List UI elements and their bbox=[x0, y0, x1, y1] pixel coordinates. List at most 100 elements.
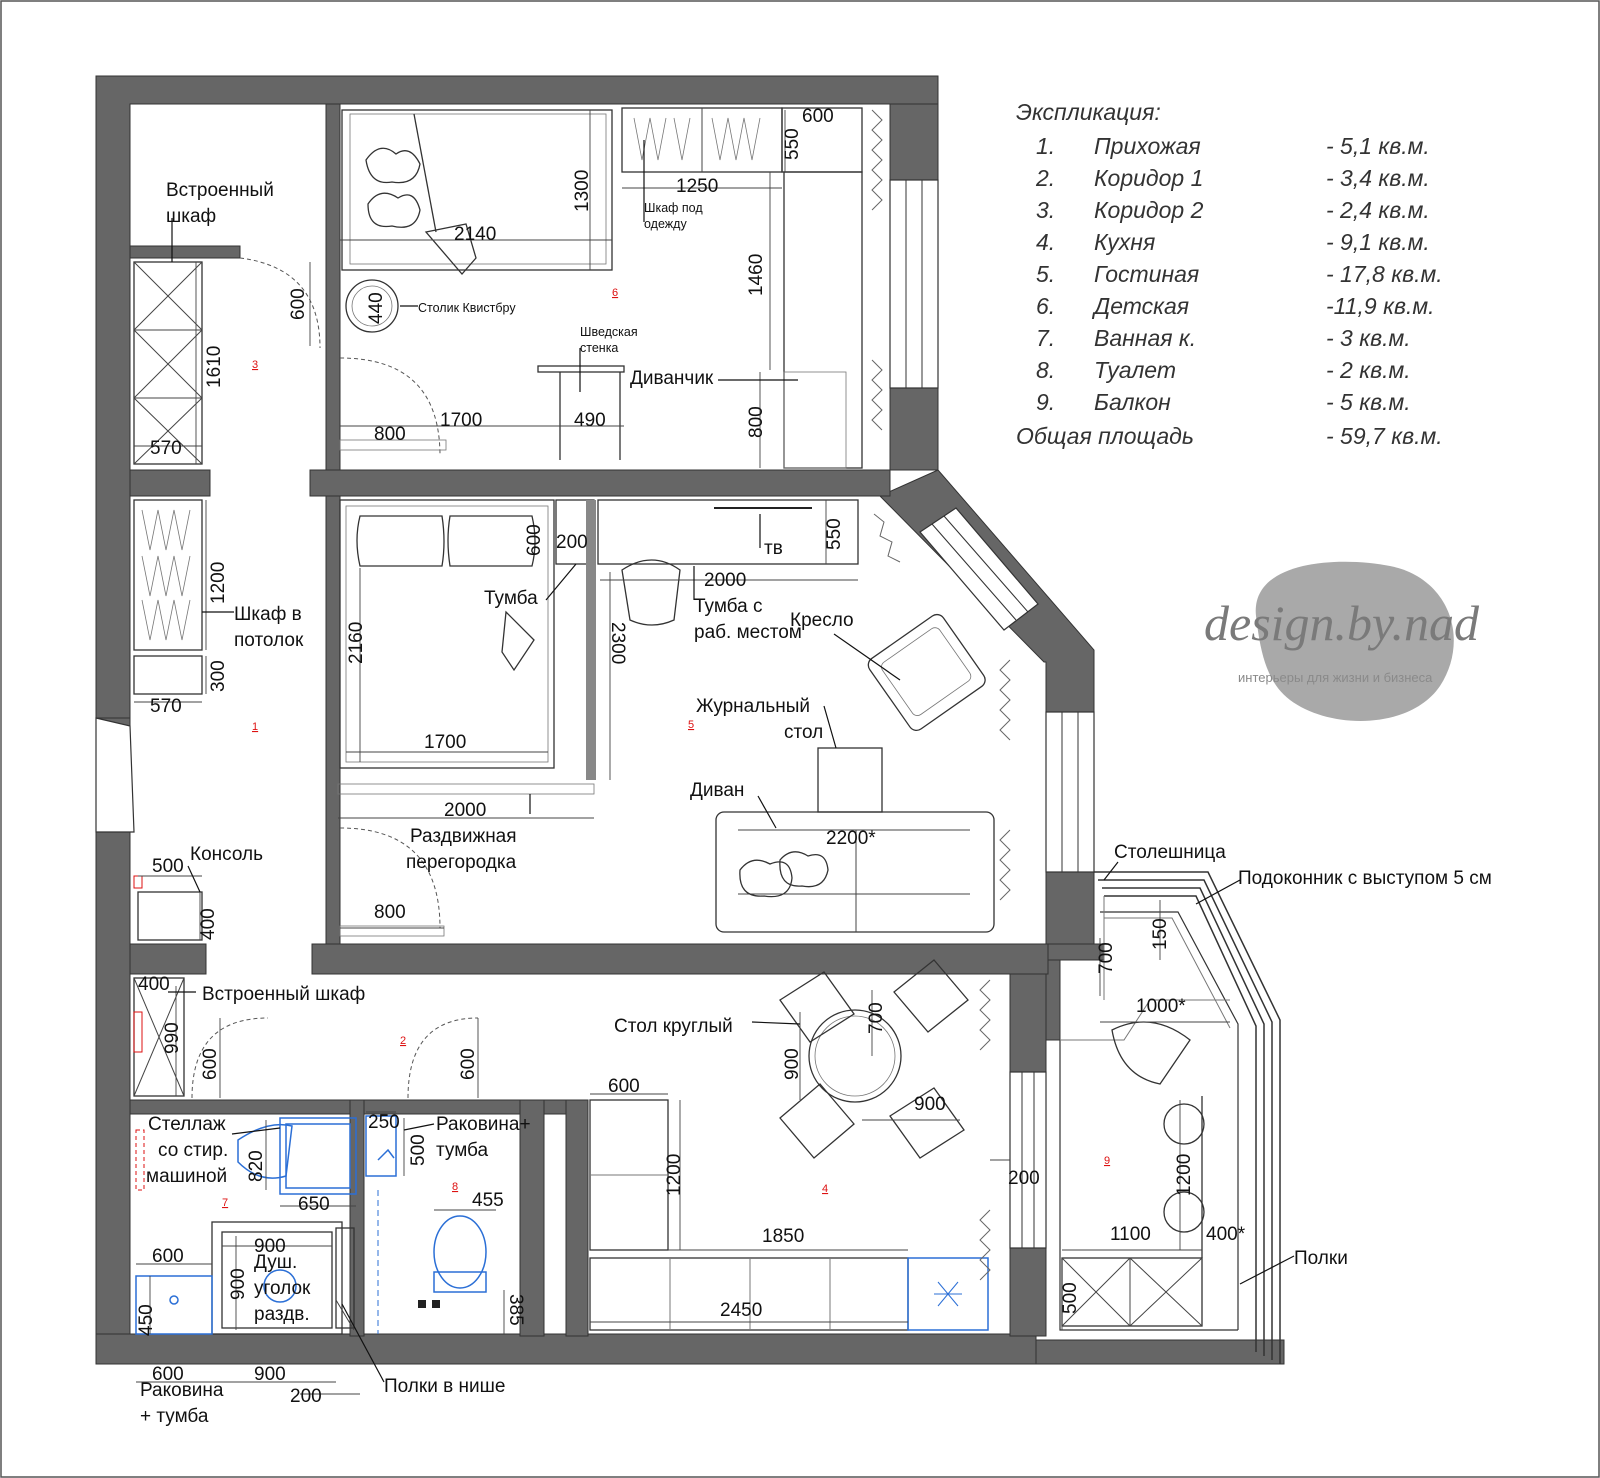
label-console: Консоль bbox=[190, 844, 263, 865]
dim-800-a: 800 bbox=[374, 424, 406, 445]
dim-550-tv: 550 bbox=[824, 518, 845, 550]
label-round-table: Стол круглый bbox=[614, 1016, 733, 1037]
label-shower-2: уголок bbox=[254, 1278, 311, 1299]
label-rack-2: со стир. bbox=[158, 1140, 228, 1161]
dim-300: 300 bbox=[208, 660, 229, 692]
dim-900-c: 900 bbox=[254, 1236, 286, 1257]
dim-820: 820 bbox=[246, 1150, 267, 1182]
dim-700-a: 700 bbox=[1096, 942, 1117, 974]
dim-1200-bal: 1200 bbox=[1174, 1154, 1195, 1196]
dim-150: 150 bbox=[1150, 918, 1171, 950]
dim-400-star: 400* bbox=[1206, 1224, 1246, 1245]
dim-600-corridor: 600 bbox=[288, 288, 309, 320]
dim-570-a: 570 bbox=[150, 438, 182, 459]
dim-2300: 2300 bbox=[607, 622, 628, 664]
dim-800-c: 800 bbox=[374, 902, 406, 923]
label-rack-1: Стеллаж bbox=[148, 1114, 226, 1135]
label-sofa: Диван bbox=[690, 780, 744, 801]
legend-room-name: Ванная к. bbox=[1094, 325, 1196, 351]
legend-room-area: - 3 кв.м. bbox=[1326, 325, 1411, 351]
label-sliding-partition-1: Раздвижная bbox=[410, 826, 517, 847]
room-number-6: 6 bbox=[612, 287, 618, 299]
dim-2200: 2200* bbox=[826, 828, 876, 849]
dim-400-b: 400 bbox=[138, 974, 170, 995]
dim-600-k: 600 bbox=[608, 1076, 640, 1097]
dim-490: 490 bbox=[574, 410, 606, 431]
legend-num: 8. bbox=[1036, 357, 1055, 383]
label-desk-cabinet-2: раб. местом bbox=[694, 622, 802, 643]
legend-room-name: Балкон bbox=[1094, 389, 1171, 415]
leader-lines bbox=[168, 140, 1295, 1383]
brand-logo: design.by.nad интерьеры для жизни и бизн… bbox=[1204, 561, 1480, 721]
dim-2450: 2450 bbox=[720, 1300, 762, 1321]
dim-550-top: 550 bbox=[782, 128, 803, 160]
room-number-2: 2 bbox=[400, 1035, 406, 1047]
room-wc bbox=[365, 1115, 487, 1334]
dim-570-b: 570 bbox=[150, 696, 182, 717]
wall-wc-right bbox=[519, 1099, 545, 1337]
label-sliding-partition-2: перегородка bbox=[406, 852, 517, 873]
label-sink-wc-2: тумба bbox=[436, 1140, 488, 1161]
room-number-8: 8 bbox=[452, 1181, 458, 1193]
dim-600-h1: 600 bbox=[200, 1048, 221, 1080]
legend-num: 5. bbox=[1036, 261, 1055, 287]
dim-1700-b: 1700 bbox=[424, 732, 466, 753]
legend-room-area: - 2,4 кв.м. bbox=[1326, 197, 1430, 223]
dim-1000: 1000* bbox=[1136, 996, 1186, 1017]
legend-room-name: Коридор 2 bbox=[1094, 197, 1204, 223]
brand-name: design.by.nad bbox=[1204, 595, 1480, 651]
room-number-9: 9 bbox=[1104, 1155, 1110, 1167]
dim-200-c: 200 bbox=[290, 1386, 322, 1407]
label-desk-cabinet-1: Тумба с bbox=[694, 596, 762, 617]
room-number-3: 3 bbox=[252, 359, 258, 371]
label-shower-1: Душ. bbox=[254, 1252, 297, 1273]
dim-900-bottom: 900 bbox=[254, 1364, 286, 1385]
wall-outer-bottom bbox=[95, 1333, 1037, 1365]
dim-500-a: 500 bbox=[152, 856, 184, 877]
label-rack-3: машиной bbox=[146, 1166, 227, 1187]
legend-room-name: Детская bbox=[1091, 293, 1189, 319]
dim-1200-a: 1200 bbox=[208, 562, 229, 604]
label-tv: тв bbox=[764, 538, 783, 559]
legend-total-area: - 59,7 кв.м. bbox=[1326, 423, 1443, 449]
legend-num: 2. bbox=[1035, 165, 1055, 191]
label-clothes-wardrobe-2: одежду bbox=[644, 217, 687, 231]
legend-room-area: - 2 кв.м. bbox=[1326, 357, 1411, 383]
wall-bath-wc bbox=[349, 1099, 365, 1337]
label-sink-bath-1: Раковина bbox=[140, 1380, 224, 1401]
legend-room-name: Прихожая bbox=[1094, 133, 1201, 159]
dim-1300: 1300 bbox=[572, 170, 593, 212]
dim-800-b: 800 bbox=[746, 406, 767, 438]
label-coffee-table-1: Журнальный bbox=[696, 696, 810, 717]
legend-room-name: Коридор 1 bbox=[1094, 165, 1203, 191]
label-windowsill: Подоконник с выступом 5 см bbox=[1238, 868, 1492, 889]
wall-h2 bbox=[311, 943, 1049, 975]
label-builtin-wardrobe-1: Встроенный bbox=[166, 180, 274, 201]
legend-room-name: Кухня bbox=[1094, 229, 1155, 255]
room-number-7: 7 bbox=[222, 1197, 228, 1209]
legend-num: 6. bbox=[1036, 293, 1055, 319]
dim-650: 650 bbox=[298, 1194, 330, 1215]
partition-room5-left bbox=[325, 495, 341, 945]
dimension-lines bbox=[134, 110, 1230, 1395]
label-ceiling-wardrobe-2: потолок bbox=[234, 630, 304, 651]
dim-990: 990 bbox=[162, 1022, 183, 1054]
label-swedish-wall-1: Шведская bbox=[580, 325, 638, 339]
dim-600-h2: 600 bbox=[458, 1048, 479, 1080]
legend-num: 9. bbox=[1036, 389, 1055, 415]
label-nightstand: Тумба bbox=[484, 588, 538, 609]
dimensions: 600 550 1300 1250 2140 1460 440 600 1610… bbox=[136, 106, 1246, 1407]
brand-tagline: интерьеры для жизни и бизнеса bbox=[1238, 670, 1433, 685]
label-sink-bath-2: + тумба bbox=[140, 1406, 209, 1427]
wall-kitchen-left bbox=[565, 1099, 589, 1337]
dim-900-a: 900 bbox=[782, 1048, 803, 1080]
wall-outer-left-bottom bbox=[95, 831, 131, 1337]
dim-2140: 2140 bbox=[454, 224, 496, 245]
dim-700-b: 700 bbox=[866, 1002, 887, 1034]
windows bbox=[95, 179, 1095, 1249]
dim-600-s: 600 bbox=[152, 1246, 184, 1267]
label-niche-shelves: Полки в нише bbox=[384, 1376, 505, 1397]
room-hallway bbox=[133, 499, 203, 941]
label-sink-wc-1: Раковина+ bbox=[436, 1114, 531, 1135]
dim-2160: 2160 bbox=[346, 622, 367, 664]
